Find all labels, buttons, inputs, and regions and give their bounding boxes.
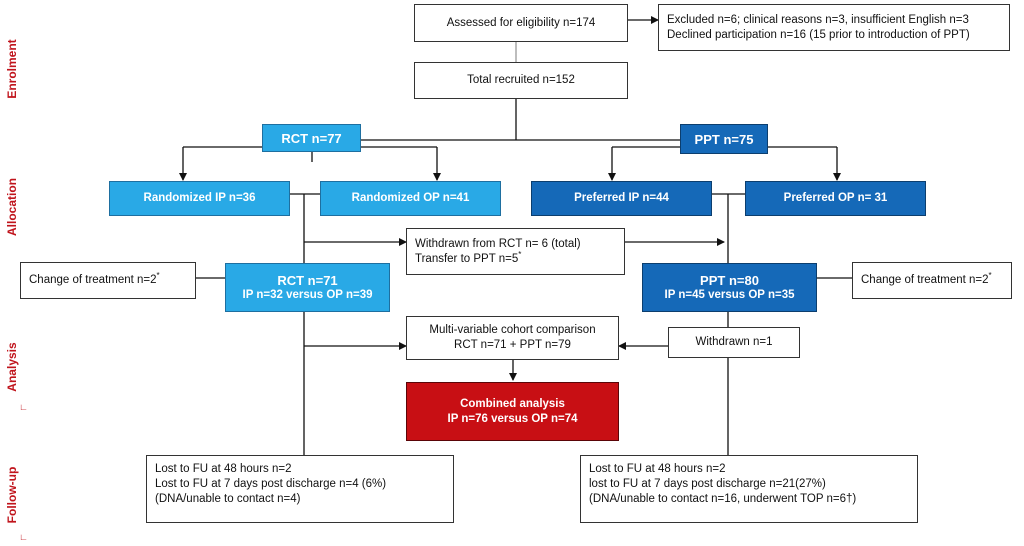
- ppt-box: PPT n=75: [680, 124, 768, 154]
- excluded-line-2: Declined participation n=16 (15 prior to…: [667, 28, 970, 41]
- combined-line-1: Combined analysis: [460, 397, 565, 410]
- randomized-ip-box: Randomized IP n=36: [109, 181, 290, 216]
- lost-right-line-3: (DNA/unable to contact n=16, underwent T…: [589, 493, 857, 505]
- lost-followup-right-box: Lost to FU at 48 hours n=2 lost to FU at…: [580, 455, 918, 523]
- section-allocation: Allocation: [5, 178, 19, 237]
- excluded-line-1: Excluded n=6; clinical reasons n=3, insu…: [667, 13, 969, 26]
- section-analysis: Analysis: [5, 342, 19, 392]
- section-tick: ∟: [19, 532, 28, 542]
- footnote-mark: *: [156, 271, 160, 281]
- rct71-sub: IP n=32 versus OP n=39: [242, 288, 373, 301]
- lost-right-line-1: Lost to FU at 48 hours n=2: [589, 463, 726, 475]
- randomized-op-box: Randomized OP n=41: [320, 181, 501, 216]
- cohort-line-2: RCT n=71 + PPT n=79: [454, 339, 571, 351]
- excluded-box: Excluded n=6; clinical reasons n=3, insu…: [658, 4, 1010, 51]
- lost-left-line-2: Lost to FU at 7 days post discharge n=4 …: [155, 478, 387, 490]
- rct71-box: RCT n=71 IP n=32 versus OP n=39: [225, 263, 390, 312]
- change-treatment-right-box: Change of treatment n=2*: [852, 262, 1012, 299]
- ppt80-title: PPT n=80: [700, 272, 759, 288]
- lost-right-line-2: lost to FU at 7 days post discharge n=21…: [589, 478, 826, 490]
- cohort-line-1: Multi-variable cohort comparison: [429, 324, 596, 336]
- withdrawn-rct-line-1: Withdrawn from RCT n= 6 (total): [415, 237, 581, 250]
- combined-line-2: IP n=76 versus OP n=74: [447, 412, 578, 425]
- preferred-op-box: Preferred OP n= 31: [745, 181, 926, 216]
- withdrawn-one-box: Withdrawn n=1: [668, 327, 800, 358]
- cohort-comparison-box: Multi-variable cohort comparison RCT n=7…: [406, 316, 619, 360]
- recruited-box: Total recruited n=152: [414, 62, 628, 99]
- combined-analysis-box: Combined analysis IP n=76 versus OP n=74: [406, 382, 619, 441]
- withdrawn-rct-line-2: Transfer to PPT n=5: [415, 252, 519, 265]
- footnote-mark: *: [518, 249, 522, 259]
- section-enrolment: Enrolment: [5, 39, 19, 99]
- footnote-mark: *: [988, 271, 992, 281]
- lost-left-line-1: Lost to FU at 48 hours n=2: [155, 463, 292, 475]
- ppt80-sub: IP n=45 versus OP n=35: [664, 288, 795, 301]
- eligibility-box: Assessed for eligibility n=174: [414, 4, 628, 42]
- change-treatment-left-box: Change of treatment n=2*: [20, 262, 196, 299]
- section-tick: ∟: [19, 402, 28, 412]
- withdrawn-rct-box: Withdrawn from RCT n= 6 (total) Transfer…: [406, 228, 625, 275]
- ppt80-box: PPT n=80 IP n=45 versus OP n=35: [642, 263, 817, 312]
- rct71-title: RCT n=71: [277, 272, 338, 288]
- preferred-ip-box: Preferred IP n=44: [531, 181, 712, 216]
- lost-followup-left-box: Lost to FU at 48 hours n=2 Lost to FU at…: [146, 455, 454, 523]
- lost-left-line-3: (DNA/unable to contact n=4): [155, 493, 301, 505]
- rct-box: RCT n=77: [262, 124, 361, 152]
- section-followup: Follow-up: [5, 466, 19, 524]
